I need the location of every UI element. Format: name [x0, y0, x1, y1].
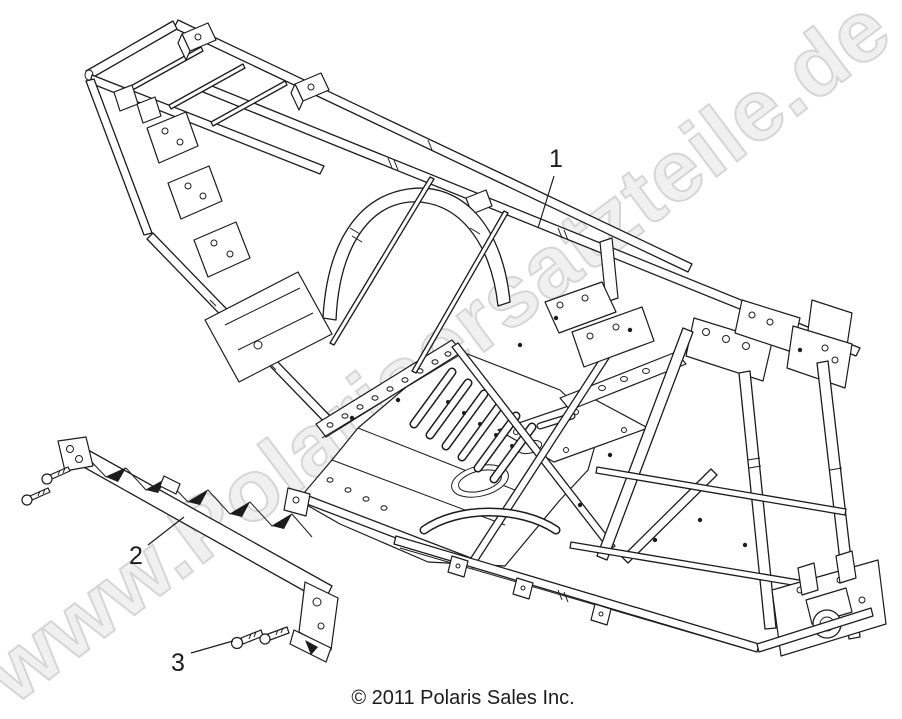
callout-2-label: 2 [129, 542, 143, 570]
bolt [230, 629, 264, 650]
bolt [21, 487, 51, 506]
callout-3-label: 3 [171, 649, 185, 677]
front-drop-brackets [85, 78, 336, 428]
side-rail-part-2 [57, 436, 339, 663]
main-frame-drawing [84, 19, 887, 657]
mid-bracket-cluster [544, 237, 655, 368]
bolt [259, 626, 290, 645]
callout-3: 3 [171, 640, 234, 677]
callout-2: 2 [129, 516, 185, 570]
callout-1-label: 1 [549, 145, 563, 173]
bolt [41, 466, 71, 485]
center-arch-tube [322, 187, 511, 321]
front-rack [84, 20, 493, 215]
bottom-rails [283, 342, 874, 653]
mounting-bolts [21, 466, 290, 650]
rear-frame-section [569, 299, 887, 657]
callout-1: 1 [537, 145, 563, 229]
copyright-text: © 2011 Polaris Sales Inc. [351, 687, 574, 709]
